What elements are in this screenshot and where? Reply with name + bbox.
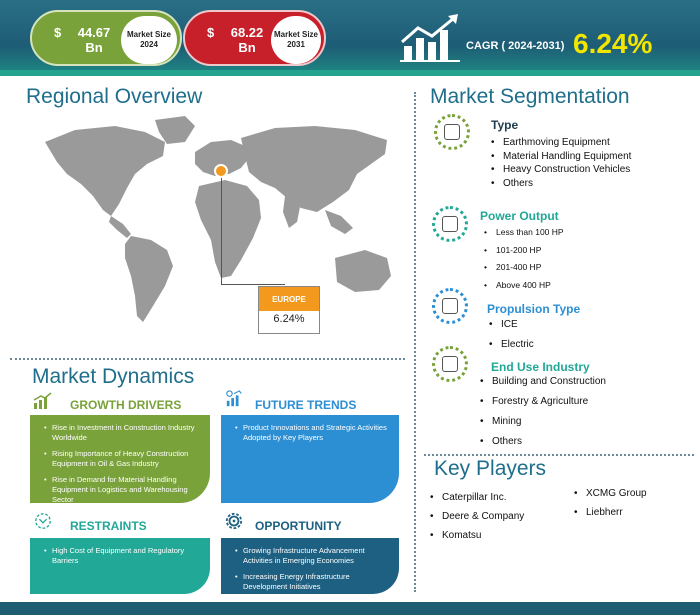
list-item: Others <box>480 432 606 452</box>
list-item: Increasing Energy Infrastructure Develop… <box>235 572 389 592</box>
header-accent-strip <box>0 70 700 76</box>
list-item: Rise in Demand for Material Handling Equ… <box>44 475 200 505</box>
restraints-heading: RESTRAINTS <box>70 519 147 533</box>
currency-symbol: $ <box>54 25 62 40</box>
list-item: Building and Construction <box>480 372 606 392</box>
segment-type-heading: Type <box>491 118 519 132</box>
opportunity-card: Growing Infrastructure Advancement Activ… <box>221 538 399 594</box>
list-item: Rising Importance of Heavy Construction … <box>44 449 200 469</box>
end-use-industry-segment-icon <box>432 346 468 382</box>
list-item: Above 400 HP <box>484 277 564 295</box>
horizontal-divider <box>10 358 405 360</box>
list-item: Heavy Construction Vehicles <box>491 163 631 177</box>
growth-chart-icon <box>400 14 460 62</box>
market-size-2031-label: Market Size 2031 <box>271 16 321 64</box>
list-item: Material Handling Equipment <box>491 150 631 164</box>
bar-growth-icon <box>33 392 52 409</box>
market-size-2024-pill: $ 44.67 Bn Market Size 2024 <box>30 10 182 66</box>
key-player-item: Komatsu <box>430 526 524 545</box>
europe-map-marker <box>214 164 228 178</box>
key-player-item: Caterpillar Inc. <box>430 488 524 507</box>
europe-leader-line <box>221 178 285 285</box>
growth-drivers-card: Rise in Investment in Construction Indus… <box>30 415 210 505</box>
key-players-title: Key Players <box>434 457 547 480</box>
list-item: Others <box>491 177 631 191</box>
footer-bar <box>0 602 700 615</box>
key-players-list-right: XCMG Group Liebherr <box>574 484 647 522</box>
list-item: Forestry & Agriculture <box>480 392 606 412</box>
list-item: High Cost of Equipment and Regulatory Ba… <box>44 546 200 566</box>
restraint-arrows-icon <box>35 513 51 529</box>
key-player-item: XCMG Group <box>574 484 647 503</box>
europe-label: EUROPE <box>259 287 319 311</box>
segment-power-output-list: Less than 100 HP 101-200 HP 201-400 HP A… <box>484 224 564 294</box>
regional-overview-title: Regional Overview <box>26 85 203 108</box>
market-size-2031-value: 68.22 Bn <box>230 25 264 55</box>
market-segmentation-title: Market Segmentation <box>430 85 630 108</box>
list-item: Less than 100 HP <box>484 224 564 242</box>
segment-type-list: Earthmoving Equipment Material Handling … <box>491 136 631 190</box>
list-item: Product Innovations and Strategic Activi… <box>235 423 389 443</box>
cagr-value: 6.24% <box>573 28 653 59</box>
market-size-2024-value: 44.67 Bn <box>77 25 111 55</box>
propulsion-type-segment-icon <box>432 288 468 324</box>
europe-callout: EUROPE 6.24% <box>258 286 320 334</box>
future-trends-card: Product Innovations and Strategic Activi… <box>221 415 399 503</box>
europe-cagr-value: 6.24% <box>273 313 305 325</box>
list-item: 201-400 HP <box>484 259 564 277</box>
key-players-list-left: Caterpillar Inc. Deere & Company Komatsu <box>430 488 524 545</box>
list-item: Rise in Investment in Construction Indus… <box>44 423 200 443</box>
list-item: Earthmoving Equipment <box>491 136 631 150</box>
segment-propulsion-type-list: ICE Electric <box>489 315 534 355</box>
market-size-2031-pill: $ 68.22 Bn Market Size 2031 <box>183 10 326 66</box>
future-trends-heading: FUTURE TRENDS <box>255 398 357 412</box>
trend-chart-icon <box>226 390 242 407</box>
gear-icon <box>225 512 243 530</box>
restraints-card: High Cost of Equipment and Regulatory Ba… <box>30 538 210 594</box>
world-map <box>45 116 391 322</box>
market-size-2024-label: Market Size 2024 <box>121 16 177 64</box>
growth-drivers-heading: GROWTH DRIVERS <box>70 398 182 412</box>
segment-power-output-heading: Power Output <box>480 209 559 223</box>
segment-end-use-industry-heading: End Use Industry <box>491 360 590 374</box>
opportunity-heading: OPPORTUNITY <box>255 519 342 533</box>
cagr-label: CAGR ( 2024-2031) <box>466 40 565 52</box>
horizontal-divider-right <box>424 454 694 456</box>
list-item: ICE <box>489 315 534 335</box>
market-dynamics-title: Market Dynamics <box>32 365 195 388</box>
list-item: Electric <box>489 335 534 355</box>
vertical-divider <box>414 92 416 592</box>
segment-propulsion-type-heading: Propulsion Type <box>487 302 581 316</box>
list-item: 101-200 HP <box>484 242 564 260</box>
currency-symbol: $ <box>207 25 215 40</box>
list-item: Growing Infrastructure Advancement Activ… <box>235 546 389 566</box>
segment-end-use-industry-list: Building and Construction Forestry & Agr… <box>480 372 606 452</box>
key-player-item: Liebherr <box>574 503 647 522</box>
power-output-segment-icon <box>432 206 468 242</box>
list-item: Mining <box>480 412 606 432</box>
key-player-item: Deere & Company <box>430 507 524 526</box>
type-segment-icon <box>434 114 470 150</box>
